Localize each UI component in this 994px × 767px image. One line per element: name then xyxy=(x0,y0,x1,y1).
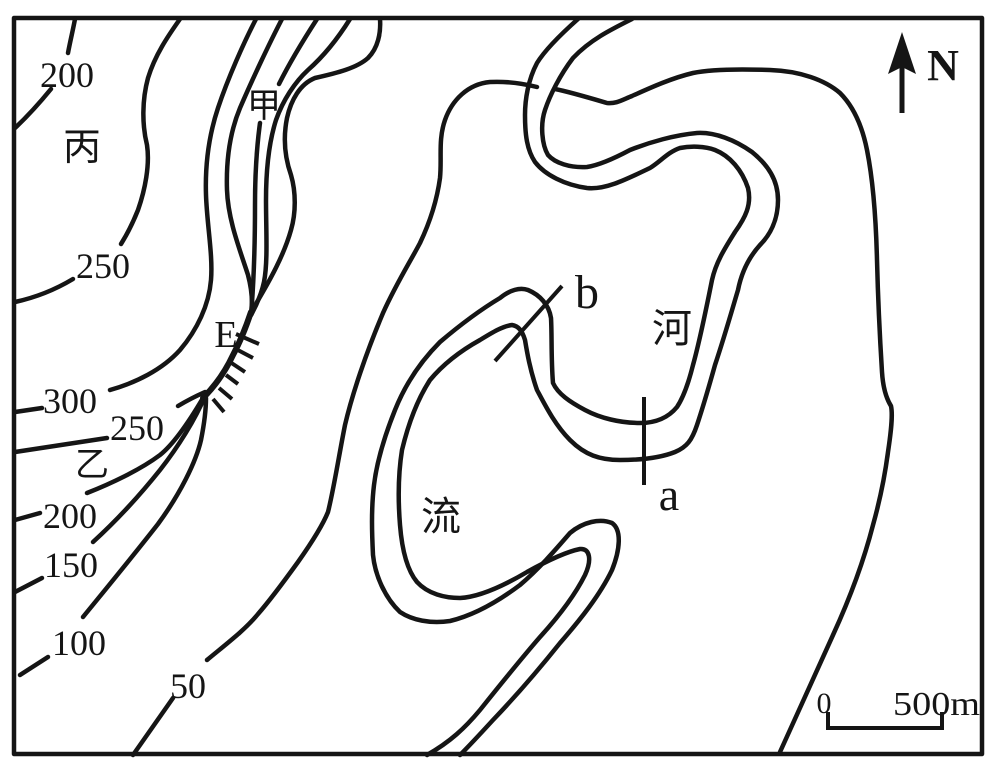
contour-250-lower xyxy=(12,389,208,455)
north-arrow-icon xyxy=(888,32,916,113)
river-bank-west xyxy=(369,16,752,758)
river-label-liu: 流 xyxy=(421,494,461,540)
place-label-bing: 丙 xyxy=(63,125,101,169)
contour-line-jia-1 xyxy=(224,16,285,318)
contour-label-200-upper: 200 xyxy=(40,55,94,95)
contour-line-jia-4 xyxy=(248,16,383,318)
cliff-point-label-e: E xyxy=(214,314,237,356)
river-label-he: 河 xyxy=(652,306,692,352)
contour-label-50: 50 xyxy=(170,666,206,706)
cross-section-label-a: a xyxy=(659,469,679,520)
place-label-jia: 甲 xyxy=(247,86,281,126)
contour-200-upper xyxy=(12,16,78,131)
contour-label-250-lower: 250 xyxy=(110,408,164,448)
cross-section-label-b: b xyxy=(575,266,599,319)
map-border xyxy=(11,15,985,757)
contour-label-250-upper: 250 xyxy=(76,246,130,286)
contour-250-upper xyxy=(12,16,183,305)
river-bank-east xyxy=(396,16,781,758)
place-label-yi: 乙 xyxy=(75,445,109,485)
contour-label-150: 150 xyxy=(44,545,98,585)
contour-100 xyxy=(17,395,209,678)
contour-line-jia-2 xyxy=(248,16,320,318)
contour-label-300: 300 xyxy=(43,381,97,421)
scale-bar xyxy=(826,712,944,730)
north-label: N xyxy=(927,41,959,90)
contour-200-lower xyxy=(12,395,206,523)
cross-section-line-b xyxy=(493,284,564,363)
contour-50 xyxy=(130,67,895,758)
contour-label-100: 100 xyxy=(52,623,106,663)
scale-end-label: 500m xyxy=(893,686,980,723)
contour-label-200-lower: 200 xyxy=(43,496,97,536)
scale-start-label: 0 xyxy=(817,687,832,720)
cliff-symbol xyxy=(200,309,260,414)
contour-300 xyxy=(12,16,259,415)
contour-line-jia-3 xyxy=(248,16,353,318)
contour-150 xyxy=(12,393,208,595)
